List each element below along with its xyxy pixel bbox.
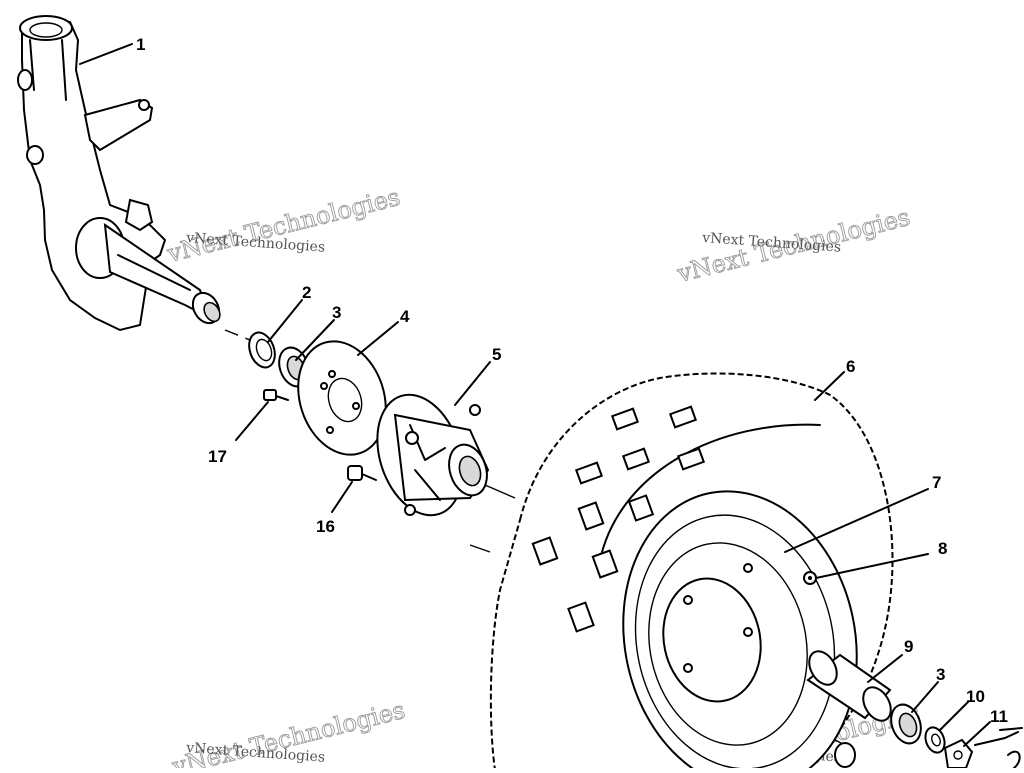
small-nut-bottom <box>834 742 856 768</box>
callout-5: 5 <box>492 345 501 364</box>
callout-10: 10 <box>966 687 985 706</box>
watermark-big-text: vNext Technologies <box>164 183 403 268</box>
leader-lines <box>79 43 991 747</box>
callout-17: 17 <box>208 447 227 466</box>
wheel-hub <box>376 393 490 517</box>
callout-11: 11 <box>990 707 1008 726</box>
watermark-top-left: vNext Technologies vNext Technologies <box>163 183 403 269</box>
cotter-pin <box>974 727 1023 769</box>
callout-7: 7 <box>932 473 941 492</box>
spacer-tube <box>806 650 892 722</box>
callout-labels: 1 2 3 4 5 6 7 8 9 3 10 11 17 16 <box>136 35 1008 726</box>
callout-9: 9 <box>904 637 913 656</box>
bolt-17 <box>263 389 289 401</box>
watermark-bottom-left: vNext Technologies vNext Technologies <box>168 696 408 773</box>
wheel-bearing-outer <box>890 703 922 745</box>
callout-6: 6 <box>846 357 855 376</box>
bolt-16 <box>347 465 377 481</box>
callout-3: 3 <box>332 303 341 322</box>
callout-4: 4 <box>400 307 410 326</box>
callout-3-outer: 3 <box>936 665 945 684</box>
steering-knuckle <box>17 15 221 332</box>
callout-2: 2 <box>302 283 311 302</box>
brake-disc <box>297 340 387 456</box>
callout-16: 16 <box>316 517 335 536</box>
watermark-top-right: vNext Technologies vNext Technologies <box>673 203 913 289</box>
washer <box>924 726 946 754</box>
callout-8: 8 <box>938 539 947 558</box>
castle-nut <box>943 738 974 769</box>
tire <box>489 372 894 773</box>
callout-1: 1 <box>136 35 145 54</box>
tread-blocks <box>531 405 706 633</box>
valve-stem <box>803 571 817 585</box>
